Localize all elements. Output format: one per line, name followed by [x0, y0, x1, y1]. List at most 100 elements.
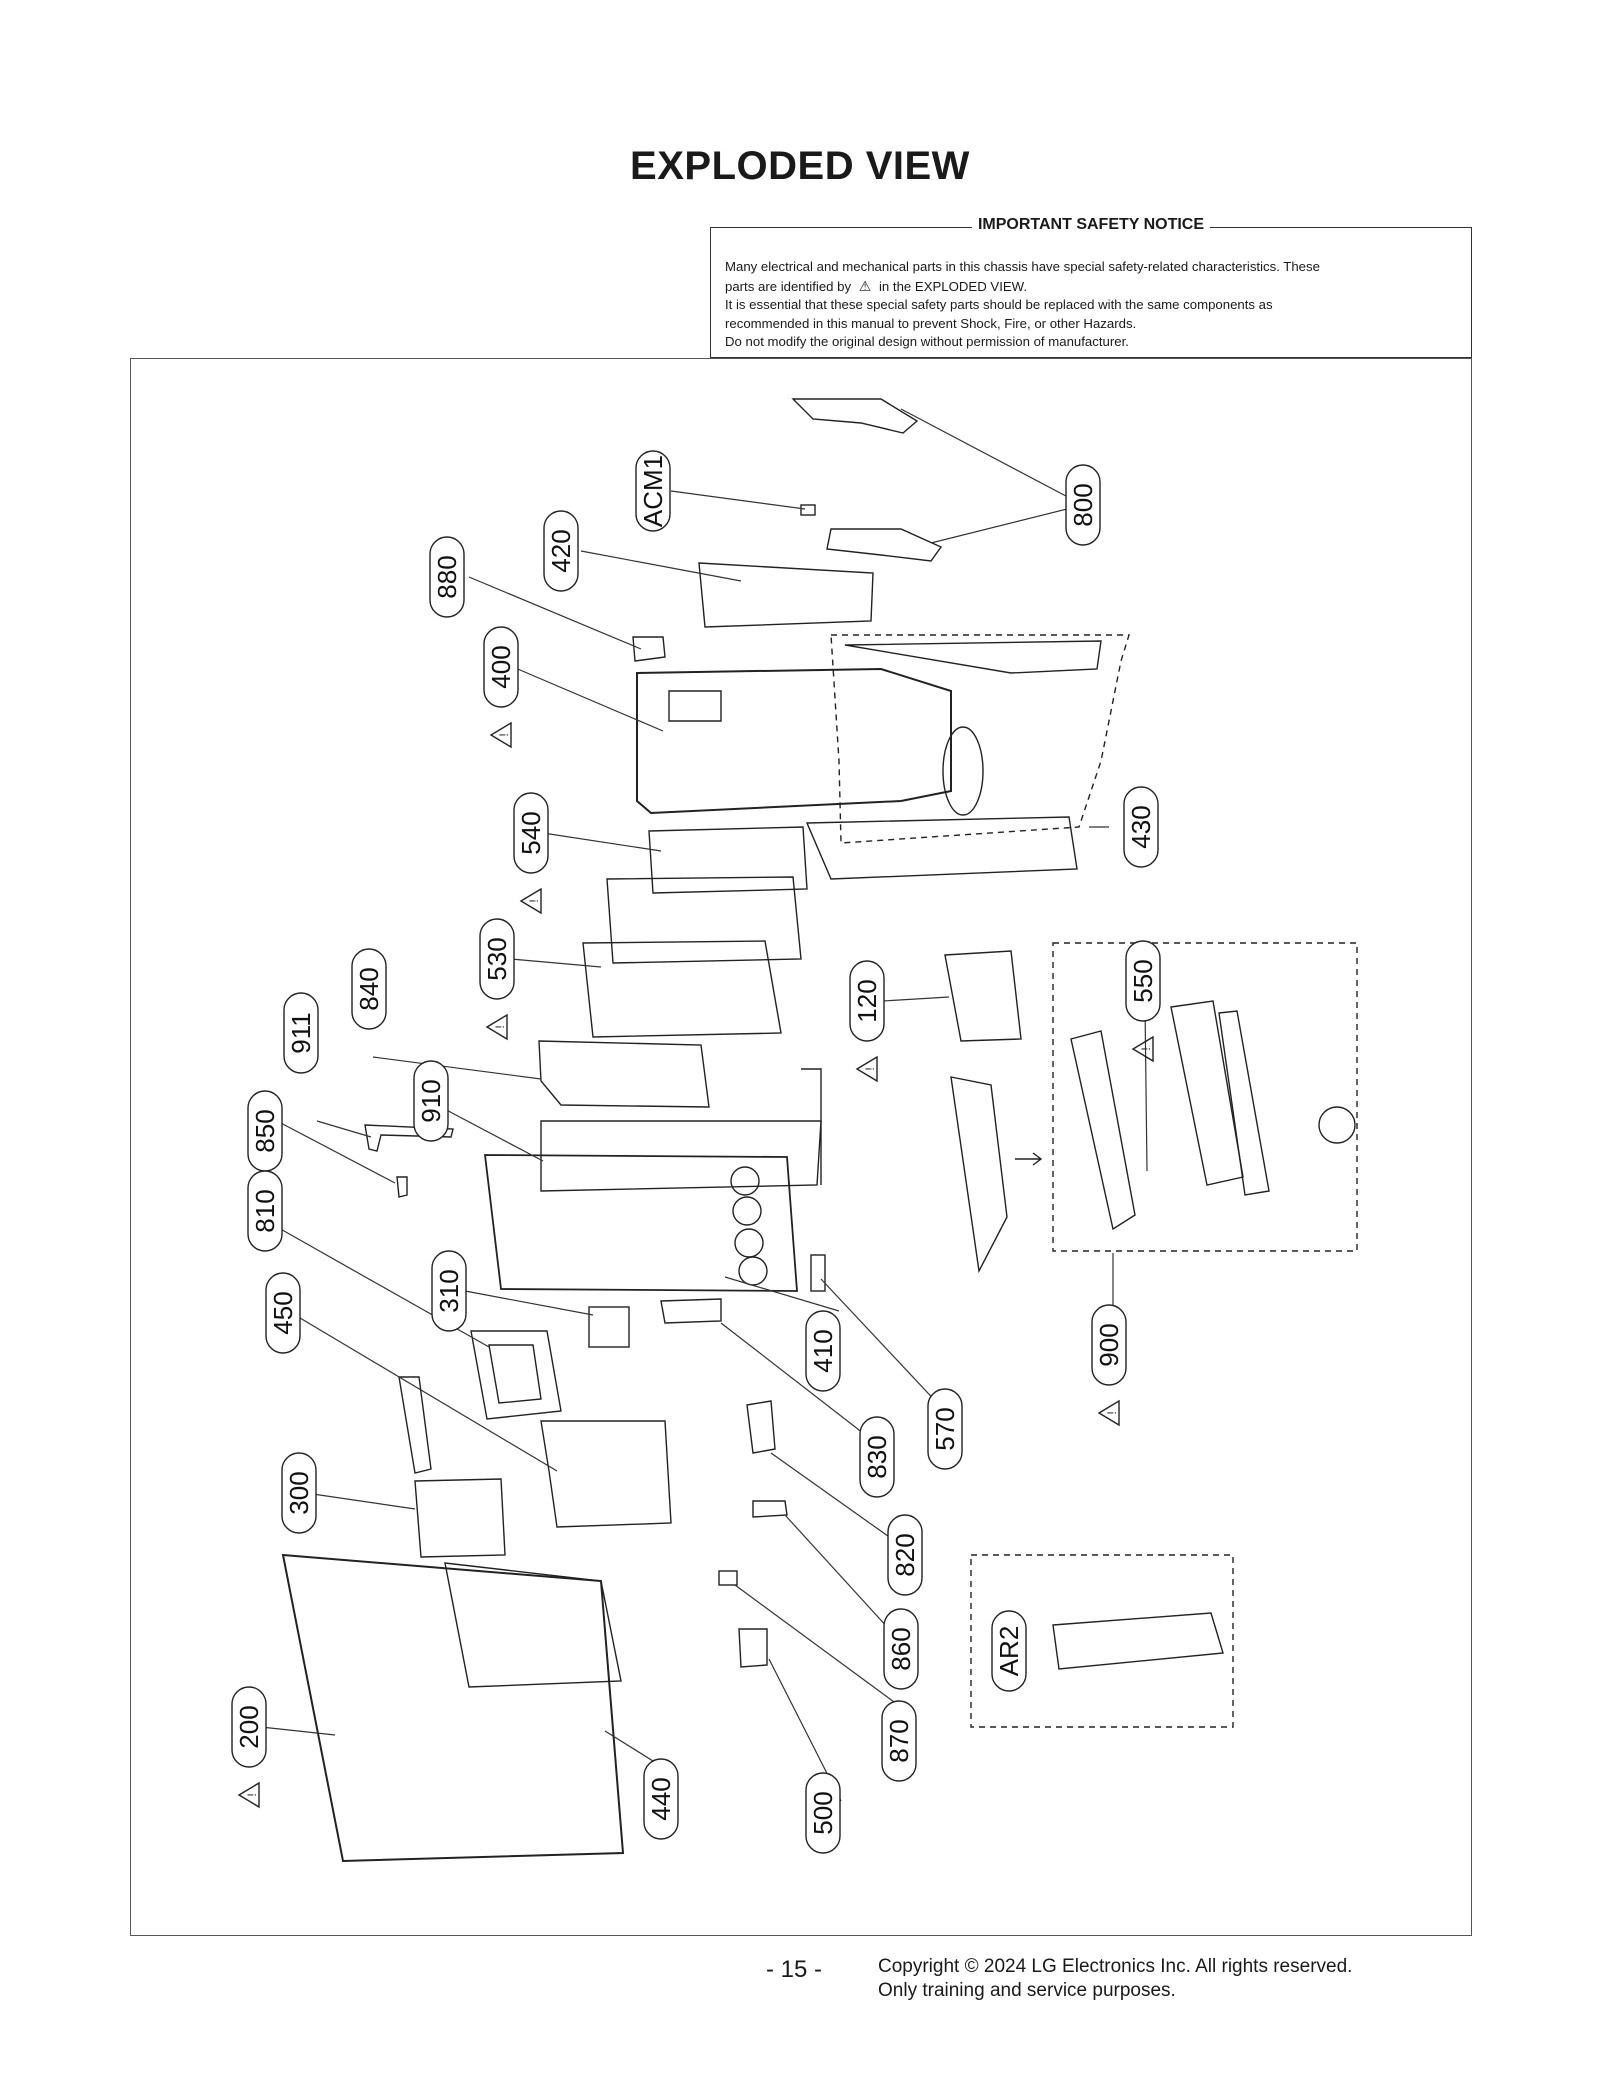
part-speaker-hole: [732, 1196, 762, 1226]
part-callout: 840: [351, 948, 387, 1030]
callout-balloon: [231, 1686, 267, 1768]
part-callout: 830: [859, 1416, 895, 1498]
part-540-board: [648, 826, 808, 894]
warning-triangle-mark: !: [497, 733, 511, 736]
part-callout: 200!: [231, 1686, 267, 1809]
part-acm1: [800, 504, 816, 516]
part-callout: 500: [805, 1772, 841, 1854]
part-ar2-group: [970, 1554, 1234, 1728]
part-430-outline: [830, 634, 1130, 844]
part-callout: 810: [247, 1170, 283, 1252]
warning-triangle-mark: !: [1105, 1411, 1119, 1414]
safety-notice-body: Many electrical and mechanical parts in …: [725, 258, 1457, 352]
callout-balloon: [1123, 786, 1159, 868]
part-number-label: 530: [482, 937, 512, 980]
part-number-label: 570: [930, 1407, 960, 1450]
part-900-panel: [1070, 1030, 1136, 1231]
warning-triangle-icon: ⚠: [858, 277, 872, 294]
part-860: [752, 1500, 788, 1518]
part-callout: 420: [543, 510, 579, 592]
part-number-label: 860: [886, 1627, 916, 1670]
leader-lines: [260, 408, 1148, 1802]
warning-triangle-mark: !: [527, 899, 541, 902]
part-430-hole: [942, 726, 984, 816]
part-callout: 870: [881, 1700, 917, 1782]
part-callout: ACM1: [635, 450, 671, 532]
part-910: [540, 1120, 822, 1192]
copyright-line: Only training and service purposes.: [878, 1980, 1176, 2001]
safety-notice-line: parts are identified by ⚠ in the EXPLODE…: [725, 277, 1457, 297]
part-440: [444, 1562, 622, 1688]
page-title: EXPLODED VIEW: [630, 144, 970, 188]
callout-balloon: [881, 1700, 917, 1782]
part-callout: 880: [429, 536, 465, 618]
part-callout: 911: [283, 992, 319, 1074]
arrow-icon: [1015, 1152, 1043, 1166]
callout-balloon: [429, 536, 465, 618]
part-drawings: [281, 398, 1358, 1863]
part-callout: 860: [883, 1608, 919, 1690]
callout-balloon: [413, 1060, 449, 1142]
part-callout: 400!: [483, 626, 519, 749]
safety-notice-line: Many electrical and mechanical parts in …: [725, 259, 1320, 274]
warning-triangle-icon: [855, 1055, 878, 1083]
part-800-stand-bottom: [826, 528, 943, 562]
warning-triangle-mark: !: [863, 1067, 877, 1070]
warning-triangle-mark: !: [1139, 1047, 1153, 1050]
part-810-inner: [488, 1344, 542, 1404]
part-810: [470, 1330, 562, 1420]
callout-balloon: [543, 510, 579, 592]
part-speaker-hole: [730, 1166, 760, 1196]
part-number-label: 430: [1126, 805, 1156, 848]
part-number-label: 911: [286, 1012, 316, 1053]
copyright-line: Copyright © 2024 LG Electronics Inc. All…: [878, 1956, 1353, 1977]
callout-balloon: [883, 1608, 919, 1690]
callout-balloon: [849, 960, 885, 1042]
part-number-label: ACM1: [638, 455, 668, 527]
part-120: [944, 950, 1022, 1042]
part-400-back-cover: [636, 667, 952, 815]
part-500: [738, 1628, 768, 1668]
callout-balloon: [635, 450, 671, 532]
warning-triangle-icon: [1097, 1399, 1120, 1427]
part-number-label: 120: [852, 979, 882, 1022]
callout-balloon: [513, 792, 549, 874]
part-900-board: [1218, 1010, 1270, 1196]
part-callout: 820: [887, 1514, 923, 1596]
part-callout: 120!: [849, 960, 885, 1083]
part-speaker-hole: [734, 1228, 764, 1258]
callout-balloon: [247, 1170, 283, 1252]
callout-balloon: [859, 1416, 895, 1498]
part-900-frame: [1170, 1000, 1244, 1186]
part-840: [538, 1040, 710, 1108]
exploded-diagram: 800ACM1420880400!430540!530!840911910850…: [231, 398, 1358, 1863]
safety-notice-text: parts are identified by: [725, 278, 852, 294]
part-number-label: 400: [486, 645, 516, 688]
part-number-label: 880: [432, 555, 462, 598]
warning-triangle-mark: !: [493, 1025, 507, 1028]
part-callout: 410: [805, 1310, 841, 1392]
part-number-label: 500: [808, 1791, 838, 1834]
part-back-plate: [950, 1076, 1008, 1274]
part-number-label: 410: [808, 1329, 838, 1372]
callout-layer: 800ACM1420880400!430540!530!840911910850…: [231, 450, 1161, 1854]
part-number-label: 540: [516, 811, 546, 854]
part-number-label: 850: [250, 1109, 280, 1152]
part-310: [588, 1306, 630, 1348]
callout-balloon: [805, 1772, 841, 1854]
safety-notice-text: in the EXPLODED VIEW.: [879, 278, 1028, 294]
part-number-label: 420: [546, 529, 576, 572]
part-callout: 310: [431, 1250, 467, 1332]
safety-notice-box: IMPORTANT SAFETY NOTICE Many electrical …: [710, 216, 1472, 358]
callout-balloon: [927, 1388, 963, 1470]
callout-balloon: [431, 1250, 467, 1332]
part-chassis-frame: [483, 1154, 798, 1292]
part-830: [660, 1298, 722, 1324]
part-450: [540, 1420, 672, 1528]
part-430-top-bar: [844, 640, 1102, 674]
part-570: [810, 1254, 826, 1292]
part-cable: [398, 1376, 432, 1474]
part-speaker-hole: [738, 1256, 768, 1286]
callout-balloon: [283, 992, 319, 1074]
